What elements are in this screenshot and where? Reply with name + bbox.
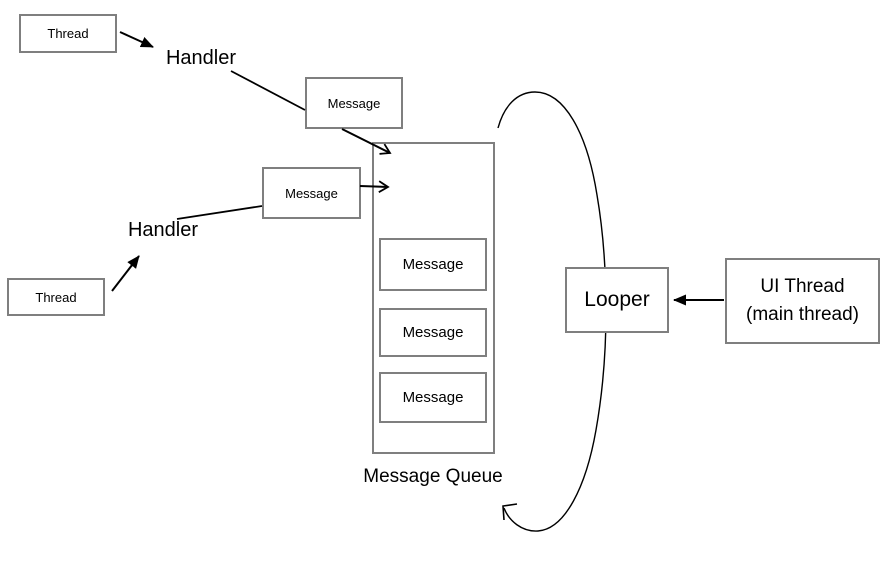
node-handler-top-label: Handler: [165, 47, 237, 69]
node-message-mid: Message: [262, 167, 361, 219]
node-handler-bottom-label: Handler: [127, 219, 199, 241]
node-thread-top-label: Thread: [47, 26, 89, 41]
node-ui-thread: UI Thread (main thread): [725, 258, 880, 344]
node-message-top-label: Message: [327, 95, 381, 111]
node-handler-top: Handler: [166, 47, 236, 70]
node-thread-top: Thread: [19, 14, 117, 53]
queue-item-label: Message: [402, 256, 464, 273]
node-thread-bottom: Thread: [7, 278, 105, 316]
ui-thread-line2: (main thread): [746, 304, 859, 325]
message-queue-caption: Message Queue: [363, 466, 502, 488]
message-queue-caption-label: Message Queue: [363, 466, 503, 487]
node-looper-label: Looper: [584, 288, 650, 311]
queue-item-label: Message: [402, 389, 464, 406]
ui-thread-line1: UI Thread: [760, 276, 845, 298]
node-ui-thread-label: UI Thread (main thread): [746, 273, 859, 328]
node-handler-bottom: Handler: [128, 219, 198, 242]
node-looper: Looper: [565, 267, 669, 333]
node-thread-bottom-label: Thread: [35, 289, 77, 305]
node-message-queue-container: [372, 142, 495, 454]
queue-item: Message: [379, 308, 487, 357]
queue-item: Message: [379, 372, 487, 423]
node-message-mid-label: Message: [285, 185, 338, 201]
looper-cycle-arrowhead-icon: [502, 503, 518, 521]
queue-item-label: Message: [402, 324, 464, 341]
queue-item: Message: [379, 238, 487, 291]
node-message-top: Message: [305, 77, 403, 129]
